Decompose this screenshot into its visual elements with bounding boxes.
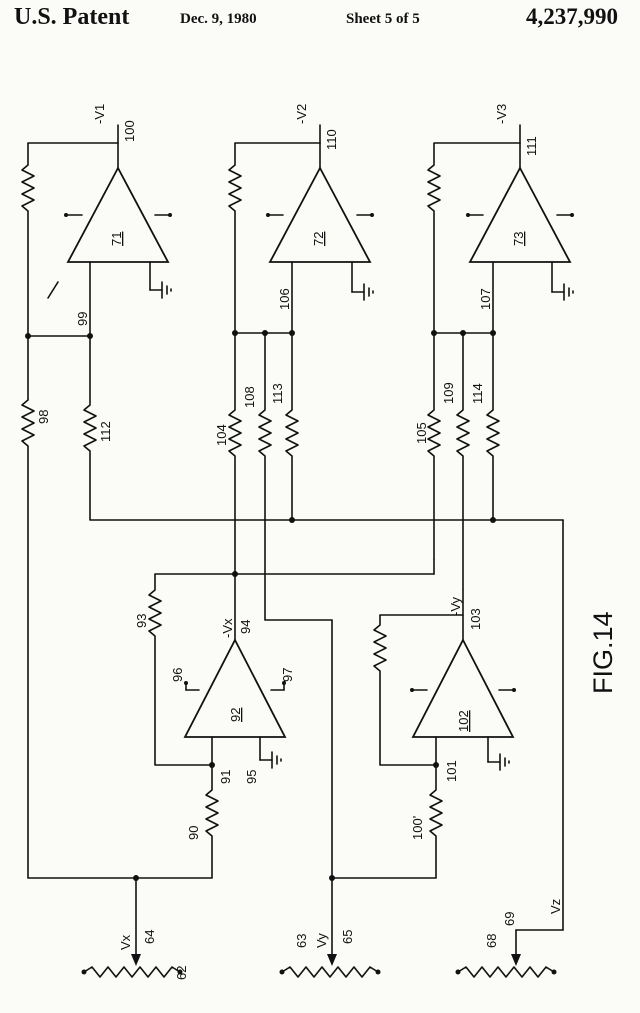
- label-99: 99: [75, 312, 90, 326]
- label-63: 63: [294, 934, 309, 948]
- label-112: 112: [98, 421, 113, 442]
- label-98: 98: [36, 410, 51, 424]
- label-95: 95: [244, 770, 259, 784]
- label-103: 103: [468, 608, 483, 630]
- resistor-105: [427, 333, 441, 560]
- label-110: 110: [324, 129, 339, 150]
- label-91: 91: [218, 770, 233, 784]
- label-minus-v2: -V2: [294, 104, 309, 124]
- potentiometer-62: [81, 954, 183, 978]
- label-vy-signal: Vy: [314, 933, 329, 948]
- resistor-109: [456, 333, 470, 590]
- patent-number: 4,237,990: [526, 4, 618, 29]
- label-107: 107: [478, 288, 493, 310]
- amp-71-triangle: [66, 166, 170, 263]
- sheet-number: Sheet 5 of 5: [346, 11, 420, 27]
- resistor-104: [228, 333, 242, 574]
- label-114: 114: [470, 383, 485, 404]
- feedback-resistor-102: [373, 615, 436, 766]
- resistor-93: [148, 574, 212, 766]
- figure-label: FIG.14: [588, 611, 618, 694]
- label-minus-v1: -V1: [92, 104, 107, 124]
- feedback-resistor-72: [228, 143, 242, 333]
- label-amp-102: 102: [456, 710, 471, 732]
- resistor-112: [83, 336, 97, 520]
- label-minus-vy: -Vy: [448, 596, 463, 616]
- amplifier-73: [433, 124, 574, 334]
- amp-72-triangle: [268, 166, 372, 263]
- label-93: 93: [134, 614, 149, 628]
- resistor-108: [258, 333, 272, 620]
- amplifier-92: [183, 638, 287, 769]
- potentiometer-63: [279, 954, 381, 978]
- patent-date: Dec. 9, 1980: [180, 11, 257, 27]
- label-amp-73: 73: [511, 232, 526, 246]
- resistor-98: [21, 336, 35, 878]
- label-amp-71: 71: [109, 232, 124, 246]
- resistor-113: [285, 333, 299, 520]
- label-62: 62: [174, 966, 189, 980]
- label-vx-signal: Vx: [118, 934, 133, 950]
- amplifier-102: [410, 638, 516, 771]
- label-109: 109: [441, 382, 456, 404]
- label-111: 111: [524, 136, 539, 156]
- label-105: 105: [414, 422, 429, 444]
- label-64: 64: [142, 930, 157, 944]
- label-97: 97: [280, 668, 295, 682]
- amplifier-72: [234, 124, 374, 334]
- label-104: 104: [214, 424, 229, 446]
- feedback-resistor-71: [21, 143, 35, 336]
- label-amp-72: 72: [311, 232, 326, 246]
- label-68: 68: [484, 934, 499, 948]
- resistor-114: [486, 333, 500, 520]
- label-100: 100: [122, 120, 137, 142]
- label-100-prime: 100': [410, 816, 425, 840]
- feedback-resistor-73: [427, 143, 441, 333]
- resistor-90: [205, 765, 219, 878]
- potentiometer-68: [455, 954, 557, 978]
- amplifier-71: [27, 124, 172, 337]
- label-vz-signal: Vz: [548, 899, 563, 914]
- label-108: 108: [242, 386, 257, 408]
- label-amp-92: 92: [228, 708, 243, 722]
- patent-header-title: U.S. Patent: [14, 4, 130, 30]
- label-69: 69: [502, 912, 517, 926]
- amp-92-triangle: [183, 638, 287, 738]
- label-minus-vx: -Vx: [220, 618, 235, 638]
- amp-102-triangle: [411, 638, 515, 738]
- label-90: 90: [186, 826, 201, 840]
- label-113: 113: [270, 383, 285, 404]
- label-106: 106: [277, 288, 292, 310]
- amp-73-triangle: [468, 166, 572, 263]
- label-65: 65: [340, 930, 355, 944]
- label-94: 94: [238, 620, 253, 634]
- label-96: 96: [170, 668, 185, 682]
- label-minus-v3: -V3: [494, 104, 509, 124]
- resistor-100-prime: [429, 765, 443, 878]
- label-101: 101: [444, 760, 459, 782]
